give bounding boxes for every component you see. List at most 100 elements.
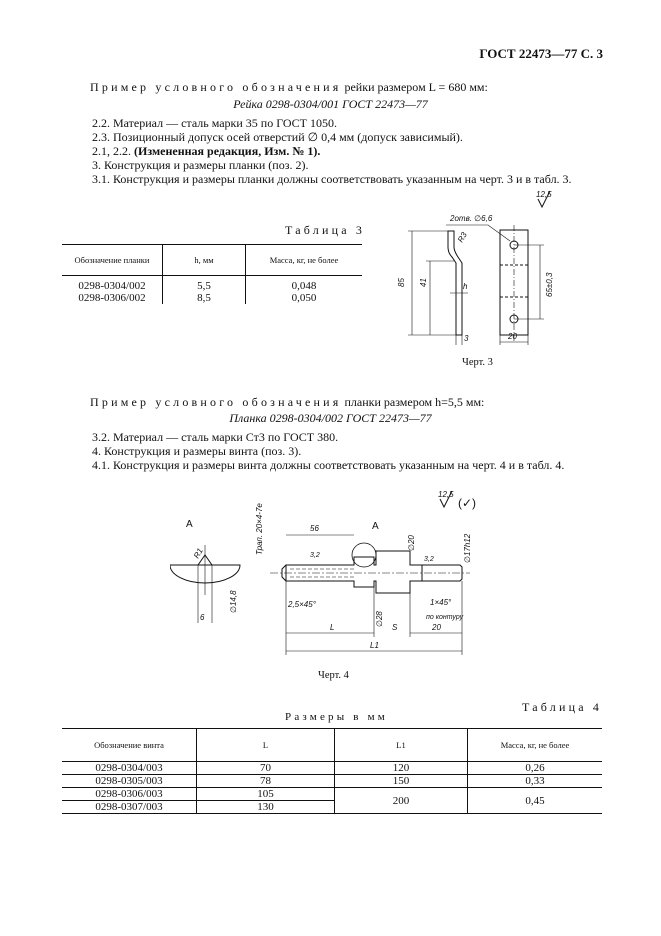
dim-3-label: 3 [464, 334, 469, 343]
dim-65-label: 65±0,3 [545, 272, 554, 297]
table-3-col-mass: Масса, кг, не более [245, 244, 362, 276]
table-cell: 130 [196, 800, 335, 814]
drawing-3-caption: Черт. 3 [462, 357, 493, 368]
dim-d17-label: ∅17h12 [463, 533, 472, 563]
table-row: 0298-0306/002 8,5 0,050 [62, 292, 362, 304]
detail-a-ref: А [372, 521, 379, 532]
dim-20-label: 20 [431, 623, 441, 632]
roughness-label: 12,5 [536, 190, 552, 199]
example-1-rest: рейки размером L = 680 мм: [344, 80, 488, 94]
table-cell: 200 [334, 787, 468, 814]
screw-outline [285, 550, 423, 594]
para-2-2: 2.2. Материал — сталь марки 35 по ГОСТ 1… [92, 116, 338, 130]
detail-d148-label: ∅14,8 [229, 590, 238, 613]
example-1-label: Пример условного обозначения [90, 80, 342, 94]
para-3: 3. Конструкция и размеры планки (поз. 2)… [92, 158, 309, 172]
example-1-designation: Рейка 0298-0304/001 ГОСТ 22473—77 [233, 97, 428, 111]
table-cell: 0,33 [467, 774, 602, 788]
table-cell: 0,050 [245, 292, 362, 304]
radius-label: R3 [456, 230, 469, 244]
dim-d28-label: ∅28 [375, 611, 384, 627]
table-cell: 105 [196, 787, 335, 801]
table-4-header-row: Обозначение винта L L1 Масса, кг, не бол… [62, 728, 602, 762]
detail-6-label: 6 [200, 613, 205, 622]
dim-56-label: 56 [310, 524, 319, 533]
dim-d20-label: ∅20 [407, 535, 416, 551]
dim-L-label: L [330, 623, 334, 632]
table-3-title: Таблица 3 [285, 223, 366, 237]
detail-a-label: А [186, 519, 193, 530]
drawing-3: 12,5 2отв. ∅6,6 R3 85 41 h 3 20 65±0,3 [397, 190, 554, 345]
table-4-col-mass: Масса, кг, не более [467, 728, 602, 762]
table-4-col-code: Обозначение винта [62, 728, 197, 762]
table-3-col-h: h, мм [162, 244, 246, 276]
table-3-col-code: Обозначение планки [62, 244, 163, 276]
table-cell: 0,45 [467, 787, 602, 814]
thread-label: Трап. 20×4-7е [255, 503, 264, 555]
table-3: Обозначение планки h, мм Масса, кг, не б… [62, 244, 362, 304]
table-cell: 0,048 [245, 275, 362, 292]
chamfer-2-label: 1×45° [430, 598, 452, 607]
table-4-subtitle: Размеры в мм [285, 711, 388, 723]
drawing-4-caption: Черт. 4 [318, 670, 349, 681]
example-2-line: Пример условного обозначения планки разм… [90, 395, 484, 410]
para-4: 4. Конструкция и размеры винта (поз. 3). [92, 444, 302, 458]
page-header: ГОСТ 22473—77 С. 3 [479, 46, 603, 61]
table-cell: 0298-0304/003 [62, 761, 197, 775]
dim-S-label: S [392, 623, 398, 632]
detail-a-section [170, 564, 241, 584]
dim-L1-label: L1 [370, 641, 379, 650]
example-2-designation: Планка 0298-0304/002 ГОСТ 22473—77 [229, 411, 432, 425]
table-cell: 0298-0306/002 [78, 292, 146, 304]
holes-label: 2отв. ∅6,6 [449, 214, 493, 223]
table-4-col-L1: L1 [334, 728, 468, 762]
table-row: 0298-0304/002 5,5 0,048 [62, 275, 362, 292]
table-3-header-row: Обозначение планки h, мм Масса, кг, не б… [62, 244, 362, 276]
table-row: 0298-0307/003 130 [62, 800, 602, 814]
roughness-symbol [537, 190, 551, 209]
example-2-label: Пример условного обозначения [90, 395, 342, 409]
roughness-label: 12,5 [438, 490, 454, 499]
holes-leader [446, 224, 511, 242]
para-3-1: 3.1. Конструкция и размеры планки должны… [92, 172, 572, 186]
dim-85-label: 85 [397, 278, 406, 287]
example-1-line: Пример условного обозначения рейки разме… [90, 80, 488, 95]
table-cell: 8,5 [162, 292, 246, 304]
table-4-title: Таблица 4 [522, 700, 603, 714]
table-cell: 150 [334, 774, 468, 788]
table-4-col-L: L [196, 728, 335, 762]
dim-20-label: 20 [507, 332, 517, 341]
para-2-3: 2.3. Позиционный допуск осей отверстий ∅… [92, 130, 463, 144]
para-amend: 2.1, 2.2. (Измененная редакция, Изм. № 1… [92, 144, 320, 159]
roughness-32a: 3,2 [310, 552, 320, 559]
para-4-1: 4.1. Конструкция и размеры винта должны … [92, 458, 565, 472]
table-cell: 0298-0307/003 [62, 800, 197, 814]
table-row: 0298-0305/003 78 150 0,33 [62, 774, 602, 788]
table-cell: 0298-0304/002 [78, 280, 146, 292]
para-amend-num: 2.1, 2.2. [92, 144, 131, 158]
dim-41-label: 41 [419, 278, 428, 287]
table-cell: 120 [334, 761, 468, 775]
drawing-4: 12,5 (✓) А R1 6 ∅14,8 А Трап. 20×4-7е 56… [170, 490, 476, 655]
table-4: Обозначение винта L L1 Масса, кг, не бол… [62, 728, 602, 814]
detail-r1-label: R1 [192, 547, 205, 560]
roughness-symbol [439, 490, 453, 509]
table-cell: 0298-0306/003 [62, 787, 197, 801]
table-row: 0298-0304/003 70 120 0,26 [62, 761, 602, 775]
table-cell: 0298-0305/003 [62, 774, 197, 788]
table-cell: 5,5 [162, 275, 246, 292]
dim-h-label: h [463, 282, 468, 291]
table-row: 0298-0306/003 105 200 0,45 [62, 787, 602, 814]
table-cell: 78 [196, 774, 335, 788]
detail-a-circle [351, 542, 377, 568]
chamfer-2-note: по контуру [426, 614, 464, 621]
roughness-32b: 3,2 [424, 556, 434, 563]
strip-side-view [447, 230, 463, 336]
chamfer-1-label: 2,5×45° [287, 600, 317, 609]
example-2-rest: планки размером h=5,5 мм: [344, 395, 485, 409]
table-cell: 70 [196, 761, 335, 775]
para-amend-text: (Измененная редакция, Изм. № 1). [134, 144, 321, 158]
para-3-2: 3.2. Материал — сталь марки Ст3 по ГОСТ … [92, 430, 339, 444]
roughness-paren: (✓) [458, 496, 476, 510]
table-cell: 0,26 [467, 761, 602, 775]
